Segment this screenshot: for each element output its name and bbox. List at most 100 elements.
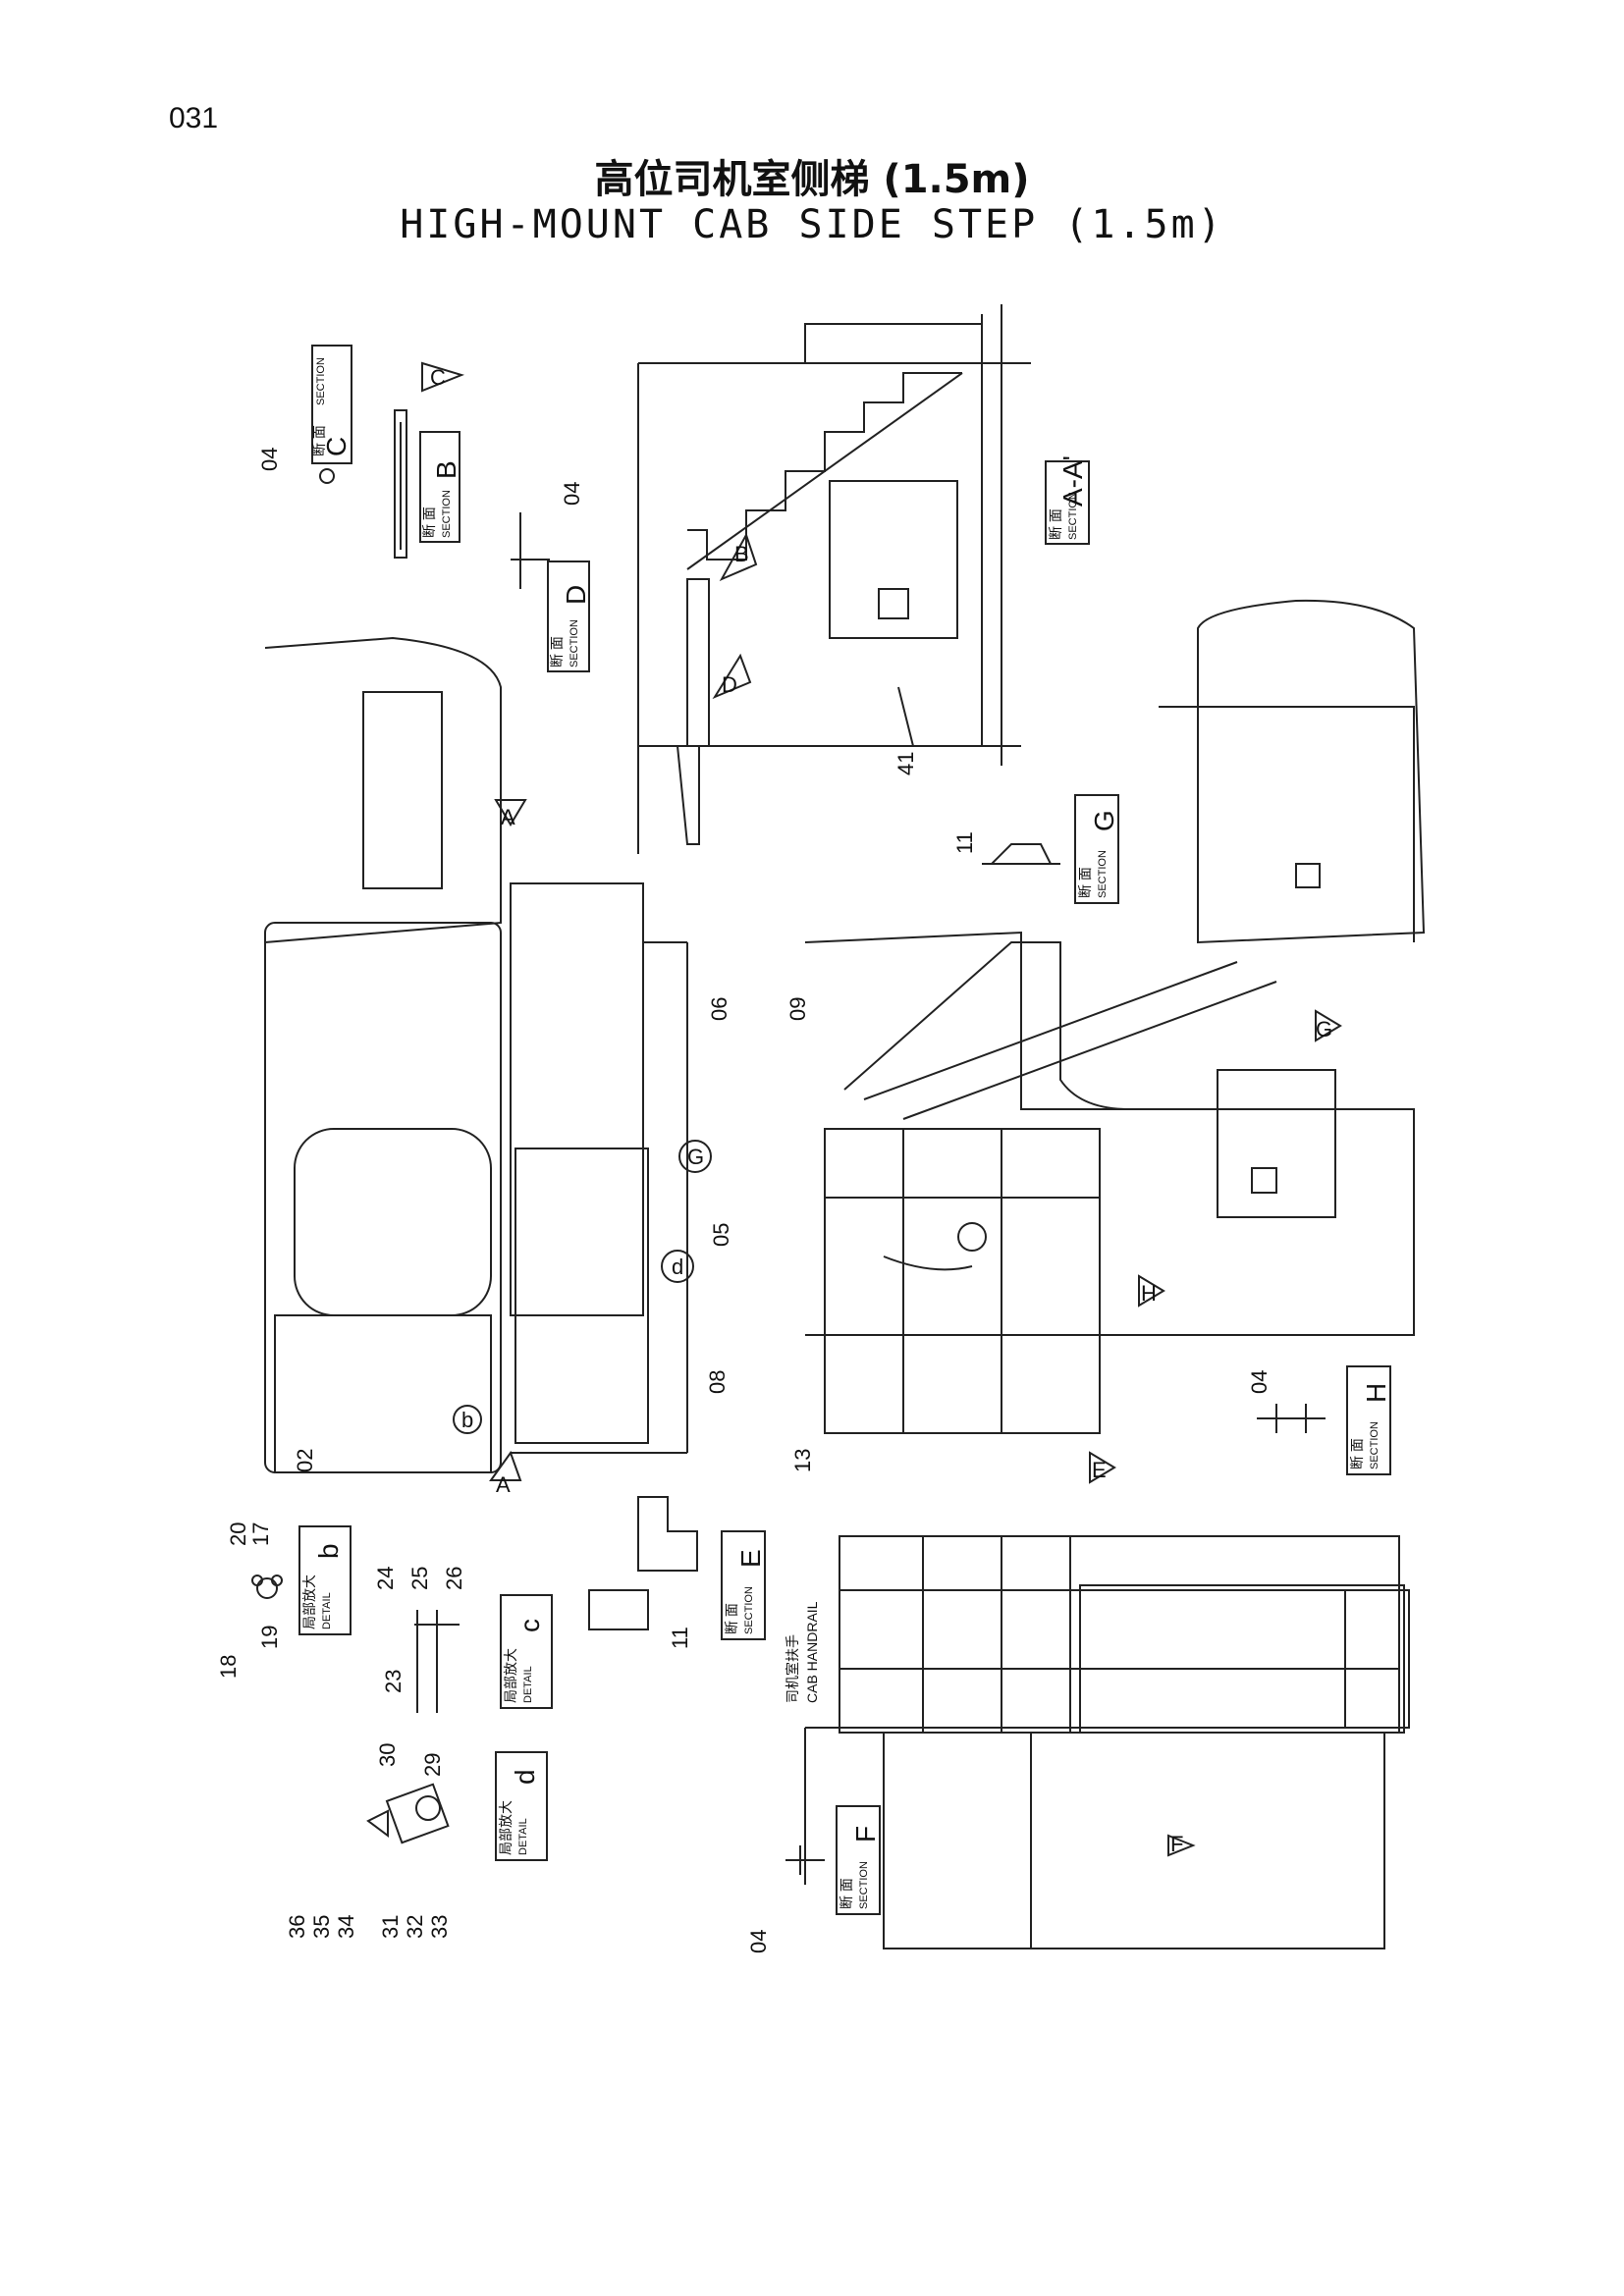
detail-b-word: DETAIL	[321, 1592, 333, 1629]
section-aa-view: B D 41 断 面 SECTION A-A'	[637, 304, 1090, 854]
section-f-cn: 断 面	[839, 1878, 854, 1909]
callout-d: D	[722, 672, 737, 697]
cab-handrail-en: CAB HANDRAIL	[804, 1601, 820, 1703]
section-h-word: SECTION	[1369, 1421, 1380, 1469]
detail-d-letter: d	[510, 1769, 540, 1785]
part-04-h: 04	[1247, 1370, 1272, 1394]
detail-d-view: 30 29 36 35 34 31 32 33 局部放大 DETAIL d	[285, 1743, 548, 1939]
section-d-word: SECTION	[568, 619, 580, 667]
section-h-view: 04 断 面 SECTION H	[1247, 1365, 1391, 1475]
part-26: 26	[442, 1567, 466, 1590]
part-31: 31	[378, 1915, 403, 1939]
view-arrow-f	[1167, 1834, 1196, 1857]
part-05: 05	[709, 1223, 733, 1247]
part-36: 36	[285, 1915, 309, 1939]
cab-handrail-cn: 司机室扶手	[785, 1634, 800, 1703]
detail-c-letter: c	[514, 1619, 545, 1632]
section-c-word: SECTION	[315, 357, 327, 405]
title-chinese: 高位司机室侧梯 (1.5m)	[594, 157, 1030, 202]
detail-d-cn: 局部放大	[498, 1800, 514, 1855]
main-side-view: G H E 09 13	[785, 931, 1415, 1484]
section-f-word: SECTION	[858, 1861, 870, 1909]
section-e-letter: E	[735, 1549, 766, 1568]
detail-b-cn: 局部放大	[301, 1575, 317, 1629]
section-g-word: SECTION	[1097, 850, 1109, 898]
part-04-f: 04	[746, 1930, 771, 1953]
part-18: 18	[216, 1655, 241, 1679]
section-d-cn: 断 面	[549, 636, 565, 667]
detail-c-word: DETAIL	[522, 1666, 534, 1703]
part-20: 20	[226, 1522, 250, 1546]
section-g-cn: 断 面	[1077, 867, 1093, 898]
part-11-g: 11	[952, 831, 977, 854]
part-29: 29	[420, 1753, 445, 1777]
section-g-letter: G	[1089, 810, 1119, 831]
callout-h: H	[1141, 1281, 1157, 1306]
part-32: 32	[403, 1915, 427, 1939]
section-b-word: SECTION	[441, 490, 453, 538]
callout-a-bottom: A	[496, 1472, 511, 1497]
part-04-c: 04	[257, 448, 282, 471]
callout-c: C	[430, 365, 446, 390]
callout-g-side: G	[1316, 1017, 1332, 1041]
view-arrow-e	[1089, 1451, 1116, 1484]
section-d-view: 04 断 面 SECTION D	[511, 482, 591, 672]
section-b-letter: B	[431, 460, 461, 479]
view-arrow-g	[1315, 1009, 1342, 1042]
section-g-view: 11 断 面 SECTION G	[952, 599, 1426, 944]
part-19: 19	[257, 1626, 282, 1649]
section-f-view: F 04 断 面 SECTION F	[746, 1535, 1410, 1953]
part-09: 09	[785, 997, 810, 1021]
part-25: 25	[407, 1567, 432, 1590]
part-06: 06	[707, 997, 731, 1021]
detail-b-letter: b	[313, 1543, 344, 1559]
part-17: 17	[248, 1522, 273, 1546]
callout-a-top: A	[501, 805, 515, 829]
section-h-letter: H	[1361, 1383, 1391, 1403]
page-number: 031	[169, 102, 219, 134]
section-c-view: 断 面 SECTION C C 04	[257, 345, 465, 559]
main-top-view: A G d b A 06 05 08 02	[264, 636, 733, 1497]
detail-d-word: DETAIL	[517, 1818, 529, 1855]
section-h-cn: 断 面	[1349, 1438, 1365, 1469]
part-02: 02	[293, 1449, 317, 1472]
part-24: 24	[373, 1567, 398, 1590]
detail-b-view: 20 17 18 19 局部放大 DETAIL b	[216, 1522, 352, 1679]
view-arrow-d	[712, 653, 752, 700]
section-e-word: SECTION	[743, 1586, 755, 1634]
callout-e: E	[1092, 1458, 1107, 1482]
callout-b: B	[734, 542, 749, 566]
view-arrow-c	[421, 361, 465, 393]
section-b-view: 断 面 SECTION B	[419, 431, 461, 543]
part-13: 13	[790, 1449, 815, 1472]
section-d-letter: D	[561, 585, 591, 605]
part-08: 08	[705, 1370, 730, 1394]
section-aa-cn: 断 面	[1048, 508, 1063, 540]
section-aa-letter: A-A'	[1057, 455, 1088, 507]
detail-c-cn: 局部放大	[503, 1648, 518, 1703]
view-arrow-h	[1138, 1274, 1165, 1308]
section-e-cn: 断 面	[724, 1603, 739, 1634]
view-arrow-a-top	[494, 799, 527, 827]
part-41: 41	[893, 752, 918, 775]
section-e-view: 11 断 面 SECTION E 司机室扶手 CAB HANDRAIL	[588, 1496, 820, 1703]
callout-f: F	[1170, 1832, 1183, 1856]
section-f-letter: F	[850, 1826, 881, 1842]
part-23: 23	[381, 1670, 406, 1693]
view-arrow-a-bottom	[489, 1450, 522, 1481]
part-35: 35	[309, 1915, 334, 1939]
section-b-cn: 断 面	[421, 507, 437, 538]
part-11-e: 11	[668, 1627, 692, 1649]
part-30: 30	[375, 1743, 400, 1767]
callout-g: G	[687, 1145, 704, 1169]
callout-detail-d: d	[672, 1255, 683, 1279]
part-33: 33	[427, 1915, 452, 1939]
title-english: HIGH-MOUNT CAB SIDE STEP (1.5m)	[400, 202, 1224, 247]
detail-c-view: 24 25 26 23 局部放大 DETAIL c	[373, 1567, 553, 1713]
section-aa-word: SECTION	[1067, 492, 1079, 540]
part-34: 34	[334, 1915, 358, 1939]
section-c-cn: 断 面	[311, 425, 327, 456]
section-c-letter: C	[321, 437, 352, 456]
view-arrow-b	[719, 532, 758, 582]
